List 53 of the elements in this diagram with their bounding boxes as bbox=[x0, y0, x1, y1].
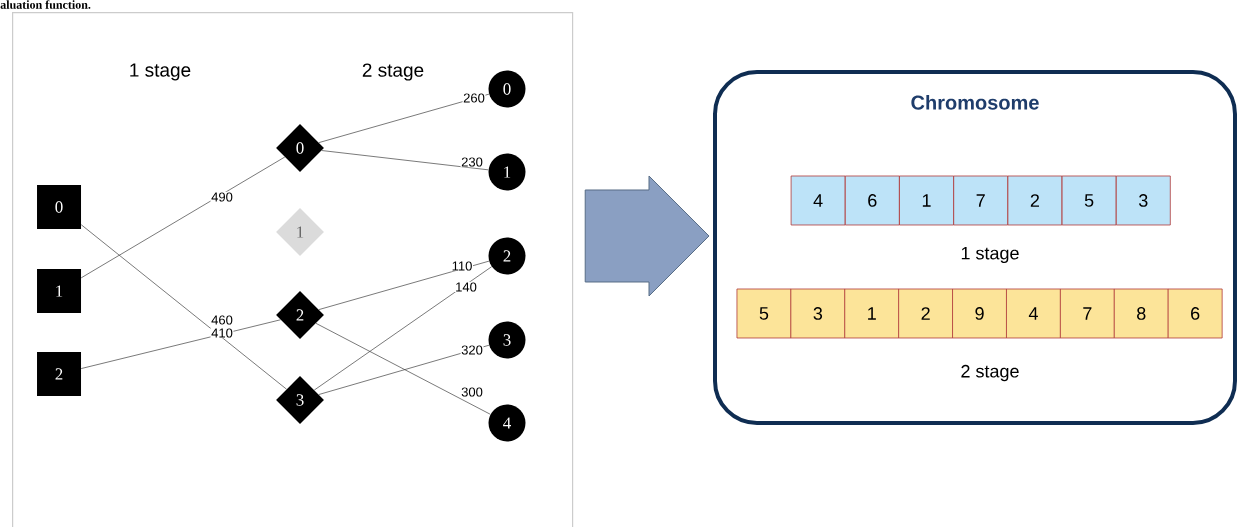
stage-label: 1 stage bbox=[130, 63, 191, 81]
edge-line bbox=[315, 322, 491, 415]
circle-node: 0 bbox=[488, 70, 526, 108]
circle-node: 3 bbox=[488, 321, 526, 359]
edge-label: 260 bbox=[462, 92, 486, 104]
edge-label: 320 bbox=[460, 344, 484, 356]
square-node: 0 bbox=[37, 185, 81, 229]
square-node: 1 bbox=[37, 269, 81, 313]
edge-line bbox=[313, 266, 492, 391]
gene-cell: 4 bbox=[1006, 288, 1061, 339]
gene-cell: 6 bbox=[844, 175, 900, 226]
edge-label: 110 bbox=[451, 260, 473, 272]
gene-cell: 1 bbox=[844, 288, 900, 339]
diamond-node: 2 bbox=[276, 291, 324, 339]
edge-label: 410 bbox=[210, 327, 234, 339]
edge-line bbox=[318, 344, 490, 395]
edge-label: 490 bbox=[210, 191, 234, 203]
gene-cell: 2 bbox=[898, 288, 954, 339]
caption-text: aluation function. bbox=[0, 0, 91, 9]
block-arrow bbox=[584, 175, 710, 297]
gene-cell: 1 bbox=[899, 175, 954, 226]
gene-cell: 3 bbox=[790, 288, 846, 339]
edge-label: 460 bbox=[210, 314, 234, 326]
circle-node: 1 bbox=[488, 153, 526, 191]
edge-line bbox=[80, 224, 287, 390]
graph-panel bbox=[12, 12, 574, 527]
diamond-node: 0 bbox=[276, 124, 324, 172]
gene-cell: 8 bbox=[1113, 288, 1169, 339]
diamond-node: 1 bbox=[276, 208, 324, 256]
stage-label: 2 stage bbox=[961, 364, 1019, 382]
stage-label: 2 stage bbox=[362, 63, 424, 81]
diamond-node: 3 bbox=[276, 376, 324, 424]
edge-label: 300 bbox=[460, 386, 484, 398]
gene-cell: 3 bbox=[1115, 175, 1171, 226]
gene-cell: 7 bbox=[1059, 288, 1115, 339]
edge-line bbox=[80, 319, 281, 369]
edge-label: 140 bbox=[454, 281, 478, 293]
edge-line bbox=[80, 156, 286, 279]
gene-cell: 5 bbox=[736, 288, 792, 339]
gene-cell: 4 bbox=[790, 175, 846, 226]
edge-label: 230 bbox=[460, 156, 484, 168]
gene-cell: 2 bbox=[1007, 175, 1063, 226]
stage-label: 1 stage bbox=[961, 246, 1019, 264]
circle-node: 4 bbox=[488, 404, 526, 442]
square-node: 2 bbox=[37, 352, 81, 396]
gene-cell: 9 bbox=[952, 288, 1007, 339]
edge-line bbox=[321, 150, 489, 171]
gene-cell: 7 bbox=[953, 175, 1009, 226]
edge-line bbox=[318, 260, 490, 310]
edge-line bbox=[318, 93, 490, 143]
gene-cell: 5 bbox=[1061, 175, 1117, 226]
gene-cell: 6 bbox=[1167, 288, 1223, 339]
circle-node: 2 bbox=[488, 237, 526, 275]
